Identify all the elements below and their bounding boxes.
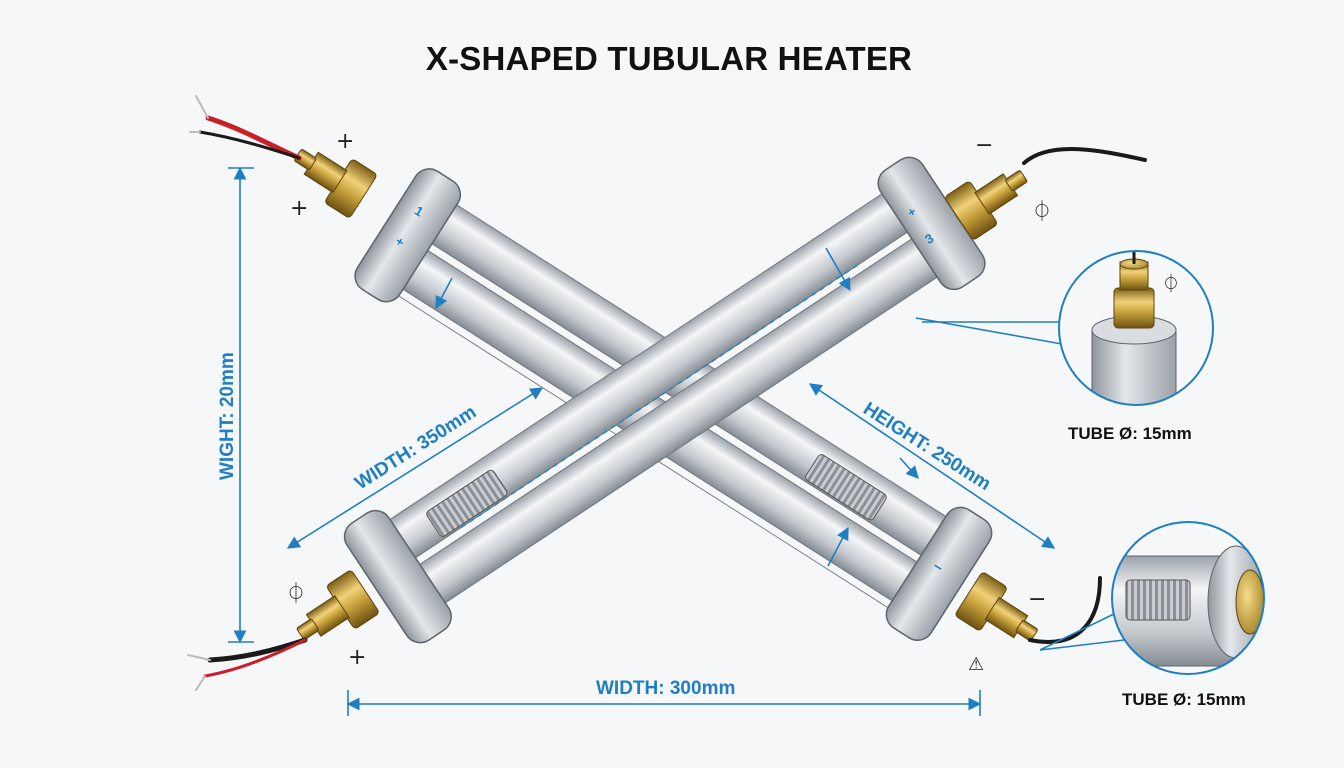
terminal-bottom-left bbox=[296, 570, 379, 640]
plus-sign: + bbox=[290, 196, 308, 221]
warning-icon: ⚠ bbox=[968, 654, 984, 675]
polarity-marks: + + + − − ⏀ ⏀ ⚠ bbox=[286, 129, 1052, 675]
width-bottom-label: WIDTH: 300mm bbox=[596, 678, 735, 699]
dimension-lines bbox=[228, 166, 1125, 716]
ground-icon: ⏀ bbox=[286, 581, 306, 605]
plus-sign: + bbox=[348, 645, 366, 670]
minus-sign: − bbox=[1028, 587, 1046, 612]
terminal-top-left bbox=[294, 149, 377, 218]
end-cap-b-left bbox=[354, 168, 462, 303]
height-dimension-line bbox=[808, 383, 1056, 549]
terminal-top-right bbox=[945, 170, 1028, 240]
weight-label: WIGHT: 20mm bbox=[217, 352, 238, 480]
ground-icon: ⏀ bbox=[1162, 273, 1180, 295]
terminal-bottom-right bbox=[955, 572, 1038, 641]
plus-sign: + bbox=[336, 129, 354, 154]
ground-icon: ⏀ bbox=[1032, 199, 1052, 223]
tube-diameter-top-label: TUBE Ø: 15mm bbox=[1068, 424, 1192, 443]
detail-callout-terminal: ⏀ bbox=[1058, 250, 1214, 406]
minus-sign: − bbox=[975, 133, 993, 158]
detail-callout-coil bbox=[1111, 521, 1265, 675]
diagram-title: X-SHAPED TUBULAR HEATER bbox=[425, 40, 913, 77]
tube-diameter-bottom-label: TUBE Ø: 15mm bbox=[1122, 690, 1246, 709]
width-diagonal-dimension-line bbox=[286, 387, 544, 549]
